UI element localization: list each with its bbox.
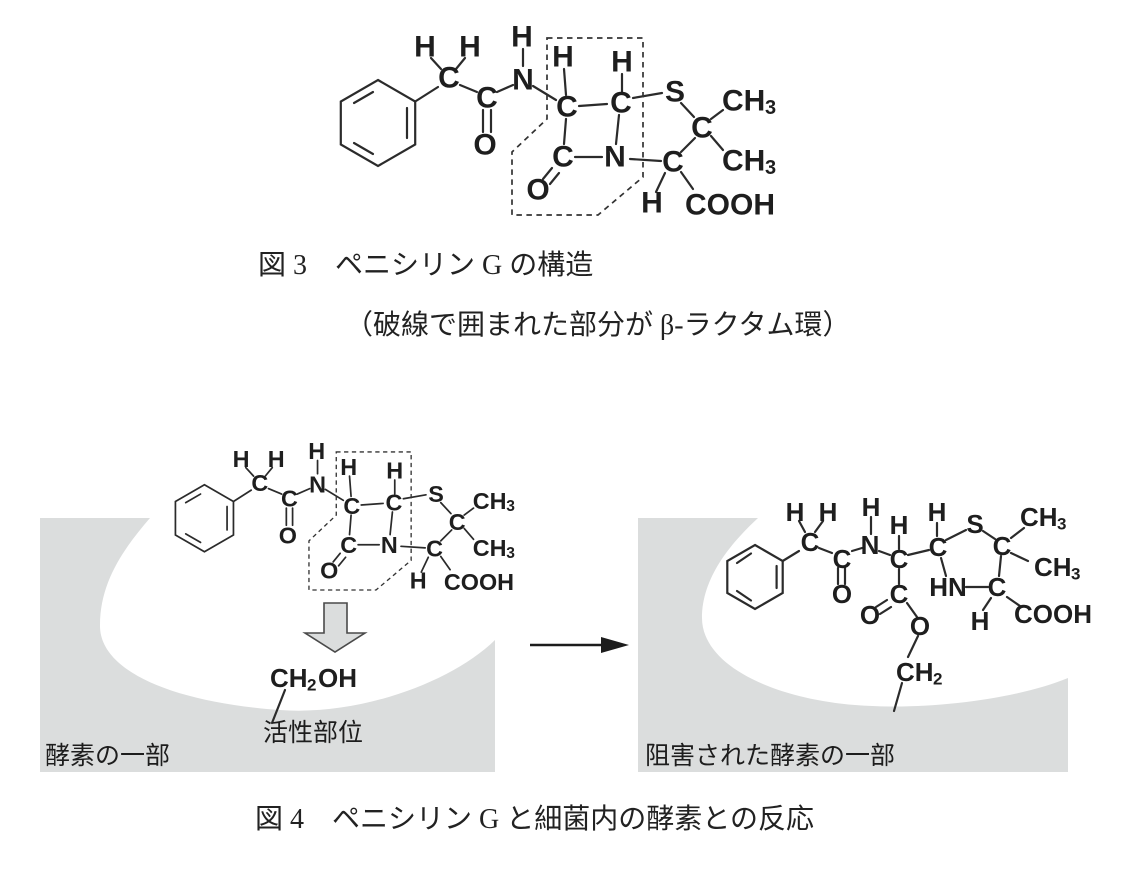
atom-label-subscript: 2 [307,676,316,695]
figure4-reaction-drawing: CH 2 OH 活性部位 酵素の一部 阻害された酵素の一部 [40,437,1092,772]
atom-label: HN [929,572,967,602]
benzene-ring-icon [339,78,417,168]
atom-label: H [819,497,838,527]
atom-label: H [928,497,947,527]
atom-label: S [966,509,983,539]
atom-label: C [556,91,578,124]
figure3-caption-note: （破線で囲まれた部分が β-ラクタム環） [345,310,851,341]
atom-label: H [552,41,574,74]
atom-label: C [552,141,574,174]
atom-label: CH [722,145,765,178]
atom-label: H [890,510,909,540]
figure3-caption: 図 3 ペニシリン G の構造 [258,250,594,281]
atom-label: O [860,600,880,630]
atom-labels: H H H C C O N H C H C C N O S C CH 3 CH … [414,21,776,222]
enzyme-body-right [638,518,1068,772]
atom-label-subscript: 3 [1057,515,1066,534]
atom-label: CH [270,663,308,693]
atom-label: C [833,544,852,574]
atom-label-subscript: 2 [933,670,942,689]
atom-label: C [929,532,948,562]
atom-label: C [662,146,684,179]
atom-label: H [511,21,533,54]
atom-label: O [526,174,549,207]
enzyme-body-left [40,518,495,772]
enzyme-part-label: 酵素の一部 [45,742,170,770]
atom-label: COOH [1014,599,1092,629]
atom-label: O [832,579,852,609]
atom-label: O [473,129,496,162]
atom-label: H [459,31,481,64]
atom-label: H [611,46,633,79]
atom-label-subscript: 3 [1071,565,1080,584]
atom-label: H [862,492,881,522]
figure3-structure-drawing: H H H C C O N H C H C C N O S C CH 3 CH … [339,21,776,222]
atom-label: COOH [685,189,775,222]
bond-lines [414,47,725,194]
atom-label: N [604,141,626,174]
bond-lines [781,515,1030,713]
figure4-caption: 図 4 ペニシリン G と細菌内の酵素との反応 [255,804,814,835]
atom-label-subscript: 3 [765,157,776,179]
ring-opened-penicillin-molecule: H H H H H C C O N C C S C HN C H C O O C… [726,492,1092,713]
atom-label: C [801,527,820,557]
atom-label: C [890,579,909,609]
atom-label: N [861,530,880,560]
benzene-ring-icon [726,543,784,611]
penicillin-g-molecule: H H H C C O N H C H C C N O S C CH 3 CH … [339,21,776,222]
atom-label: H [786,497,805,527]
atom-label: C [993,531,1012,561]
atom-label: C [438,62,460,95]
atom-label: C [988,572,1007,602]
penicillin-g-molecule-copy [174,437,517,597]
atom-label: C [890,544,909,574]
atom-label-subscript: 3 [765,97,776,119]
beta-lactam-dashed-outline [511,37,644,216]
atom-label: H [641,187,663,220]
atom-label: N [512,64,534,97]
atom-label: H [971,606,990,636]
atom-label: S [665,76,685,109]
atom-label: C [610,87,632,120]
atom-label: H [414,31,436,64]
atom-labels: H H H H H C C O N C C S C HN C H C O O C… [786,492,1092,689]
active-site-group: CH 2 OH [270,663,357,725]
atom-label: CH [896,657,934,687]
atom-label: OH [318,663,357,693]
atom-label: CH [1034,552,1072,582]
active-site-pointer-line [270,688,287,725]
active-site-label: 活性部位 [263,719,363,747]
atom-label: C [691,112,713,145]
atom-label: CH [722,85,765,118]
atom-label: O [910,611,930,641]
inhibited-enzyme-part-label: 阻害された酵素の一部 [645,742,895,770]
atom-label: CH [1020,502,1058,532]
reaction-arrow-icon [530,637,629,653]
atom-label: C [476,82,498,115]
down-block-arrow-icon [302,602,368,653]
